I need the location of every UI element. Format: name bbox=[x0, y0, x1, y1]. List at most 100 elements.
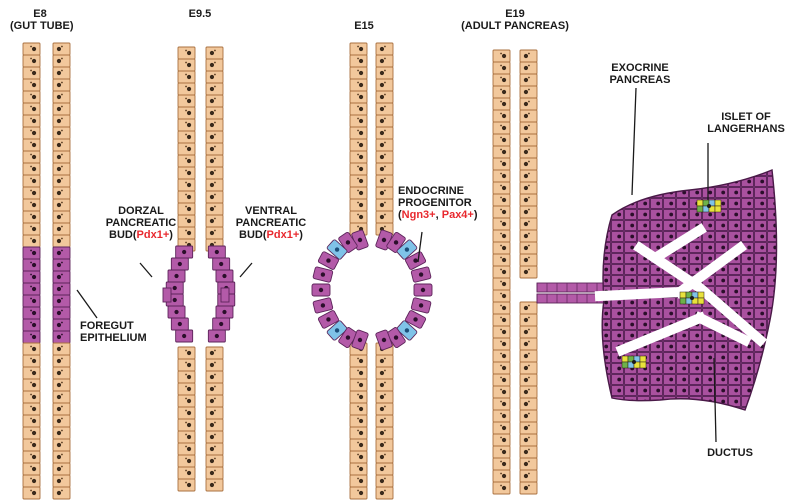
cell-nucleus bbox=[187, 471, 191, 475]
cell-nucleus bbox=[359, 131, 363, 135]
cell-nucleus bbox=[222, 310, 226, 314]
cell-nucleus bbox=[32, 143, 36, 147]
cell-nucleus bbox=[210, 471, 214, 475]
cell-nucleus bbox=[32, 347, 36, 351]
cell-nucleus bbox=[219, 322, 223, 326]
cell-nucleus bbox=[57, 287, 61, 291]
gut-epithelial-cell bbox=[350, 199, 367, 211]
gut-epithelial-cell bbox=[520, 386, 537, 398]
cell-granule bbox=[185, 110, 187, 112]
cell-nucleus bbox=[210, 459, 214, 463]
cell-granule bbox=[61, 370, 63, 372]
e15-left-branch bbox=[312, 229, 369, 350]
dorsal-leader-line bbox=[140, 263, 152, 277]
cell-nucleus bbox=[380, 131, 384, 135]
gut-epithelial-cell bbox=[493, 146, 510, 158]
cell-nucleus bbox=[222, 274, 226, 278]
cell-granule bbox=[384, 430, 386, 432]
cell-nucleus bbox=[380, 83, 384, 87]
ventral-label-line: PANCREATIC bbox=[226, 217, 316, 229]
stage-title-e8: E8 (GUT TUBE) bbox=[10, 8, 70, 32]
gut-epithelial-cell bbox=[350, 79, 367, 91]
cell-granule bbox=[357, 106, 359, 108]
gut-epithelial-cell bbox=[53, 127, 70, 139]
cell-granule bbox=[384, 490, 386, 492]
pancreatic-cell bbox=[53, 307, 70, 319]
cell-granule bbox=[61, 430, 63, 432]
cell-granule bbox=[528, 353, 530, 355]
cell-nucleus bbox=[187, 147, 191, 151]
cell-granule bbox=[214, 362, 216, 364]
cell-nucleus bbox=[358, 338, 362, 342]
gut-epithelial-cell bbox=[350, 439, 367, 451]
cell-granule bbox=[185, 362, 187, 364]
foregut-label-line: FOREGUT bbox=[80, 320, 156, 332]
gut-epithelial-cell bbox=[493, 422, 510, 434]
cell-nucleus bbox=[524, 126, 528, 130]
cell-granule bbox=[30, 370, 32, 372]
cell-nucleus bbox=[32, 167, 36, 171]
gut-epithelial-cell bbox=[493, 302, 510, 314]
cell-nucleus bbox=[380, 395, 384, 399]
gut-epithelial-cell bbox=[493, 290, 510, 302]
pax4-marker: Pax4+ bbox=[442, 209, 474, 221]
stage-title-e19: E19 (ADULT PANCREAS) bbox=[450, 8, 580, 32]
cell-granule bbox=[500, 377, 502, 379]
gut-epithelial-cell bbox=[376, 67, 393, 79]
cell-granule bbox=[500, 65, 502, 67]
gut-epithelial-cell bbox=[493, 398, 510, 410]
cell-granule bbox=[528, 473, 530, 475]
cell-granule bbox=[528, 437, 530, 439]
cell-nucleus bbox=[502, 318, 506, 322]
gut-epithelial-cell bbox=[23, 67, 40, 79]
cell-nucleus bbox=[57, 59, 61, 63]
gut-epithelial-cell bbox=[53, 43, 70, 55]
gut-epithelial-cell bbox=[376, 103, 393, 115]
cell-nucleus bbox=[524, 402, 528, 406]
cell-nucleus bbox=[187, 75, 191, 79]
gut-epithelial-cell bbox=[206, 131, 223, 143]
cell-granule bbox=[30, 202, 32, 204]
pancreatic-cell bbox=[53, 331, 70, 343]
cell-granule bbox=[185, 146, 187, 148]
cell-granule bbox=[214, 242, 216, 244]
cell-nucleus bbox=[502, 138, 506, 142]
cell-granule bbox=[30, 382, 32, 384]
cell-nucleus bbox=[380, 455, 384, 459]
cell-granule bbox=[500, 125, 502, 127]
cell-granule bbox=[61, 238, 63, 240]
cell-nucleus bbox=[32, 179, 36, 183]
cell-nucleus bbox=[524, 474, 528, 478]
cell-granule bbox=[500, 425, 502, 427]
cell-nucleus bbox=[380, 143, 384, 147]
cell-granule bbox=[500, 353, 502, 355]
gut-epithelial-cell bbox=[53, 175, 70, 187]
gut-epithelial-cell bbox=[206, 59, 223, 71]
cell-nucleus bbox=[57, 311, 61, 315]
cell-nucleus bbox=[187, 375, 191, 379]
cell-granule bbox=[528, 197, 530, 199]
cell-granule bbox=[30, 358, 32, 360]
cell-granule bbox=[185, 398, 187, 400]
cell-granule bbox=[528, 113, 530, 115]
cell-nucleus bbox=[419, 303, 423, 307]
pdx1-marker: Pdx1+ bbox=[267, 229, 300, 241]
cell-granule bbox=[384, 202, 386, 204]
cell-granule bbox=[214, 398, 216, 400]
cell-nucleus bbox=[187, 459, 191, 463]
cell-nucleus bbox=[380, 419, 384, 423]
cell-granule bbox=[61, 454, 63, 456]
cell-granule bbox=[30, 238, 32, 240]
gut-epithelial-cell bbox=[23, 187, 40, 199]
gut-epithelial-cell bbox=[53, 151, 70, 163]
gut-epithelial-cell bbox=[493, 254, 510, 266]
cell-granule bbox=[500, 389, 502, 391]
cell-granule bbox=[214, 230, 216, 232]
gut-epithelial-cell bbox=[53, 463, 70, 475]
cell-nucleus bbox=[187, 207, 191, 211]
gut-epithelial-cell bbox=[23, 55, 40, 67]
cell-granule bbox=[384, 382, 386, 384]
cell-nucleus bbox=[57, 371, 61, 375]
cell-granule bbox=[30, 406, 32, 408]
gut-epithelial-cell bbox=[23, 43, 40, 55]
